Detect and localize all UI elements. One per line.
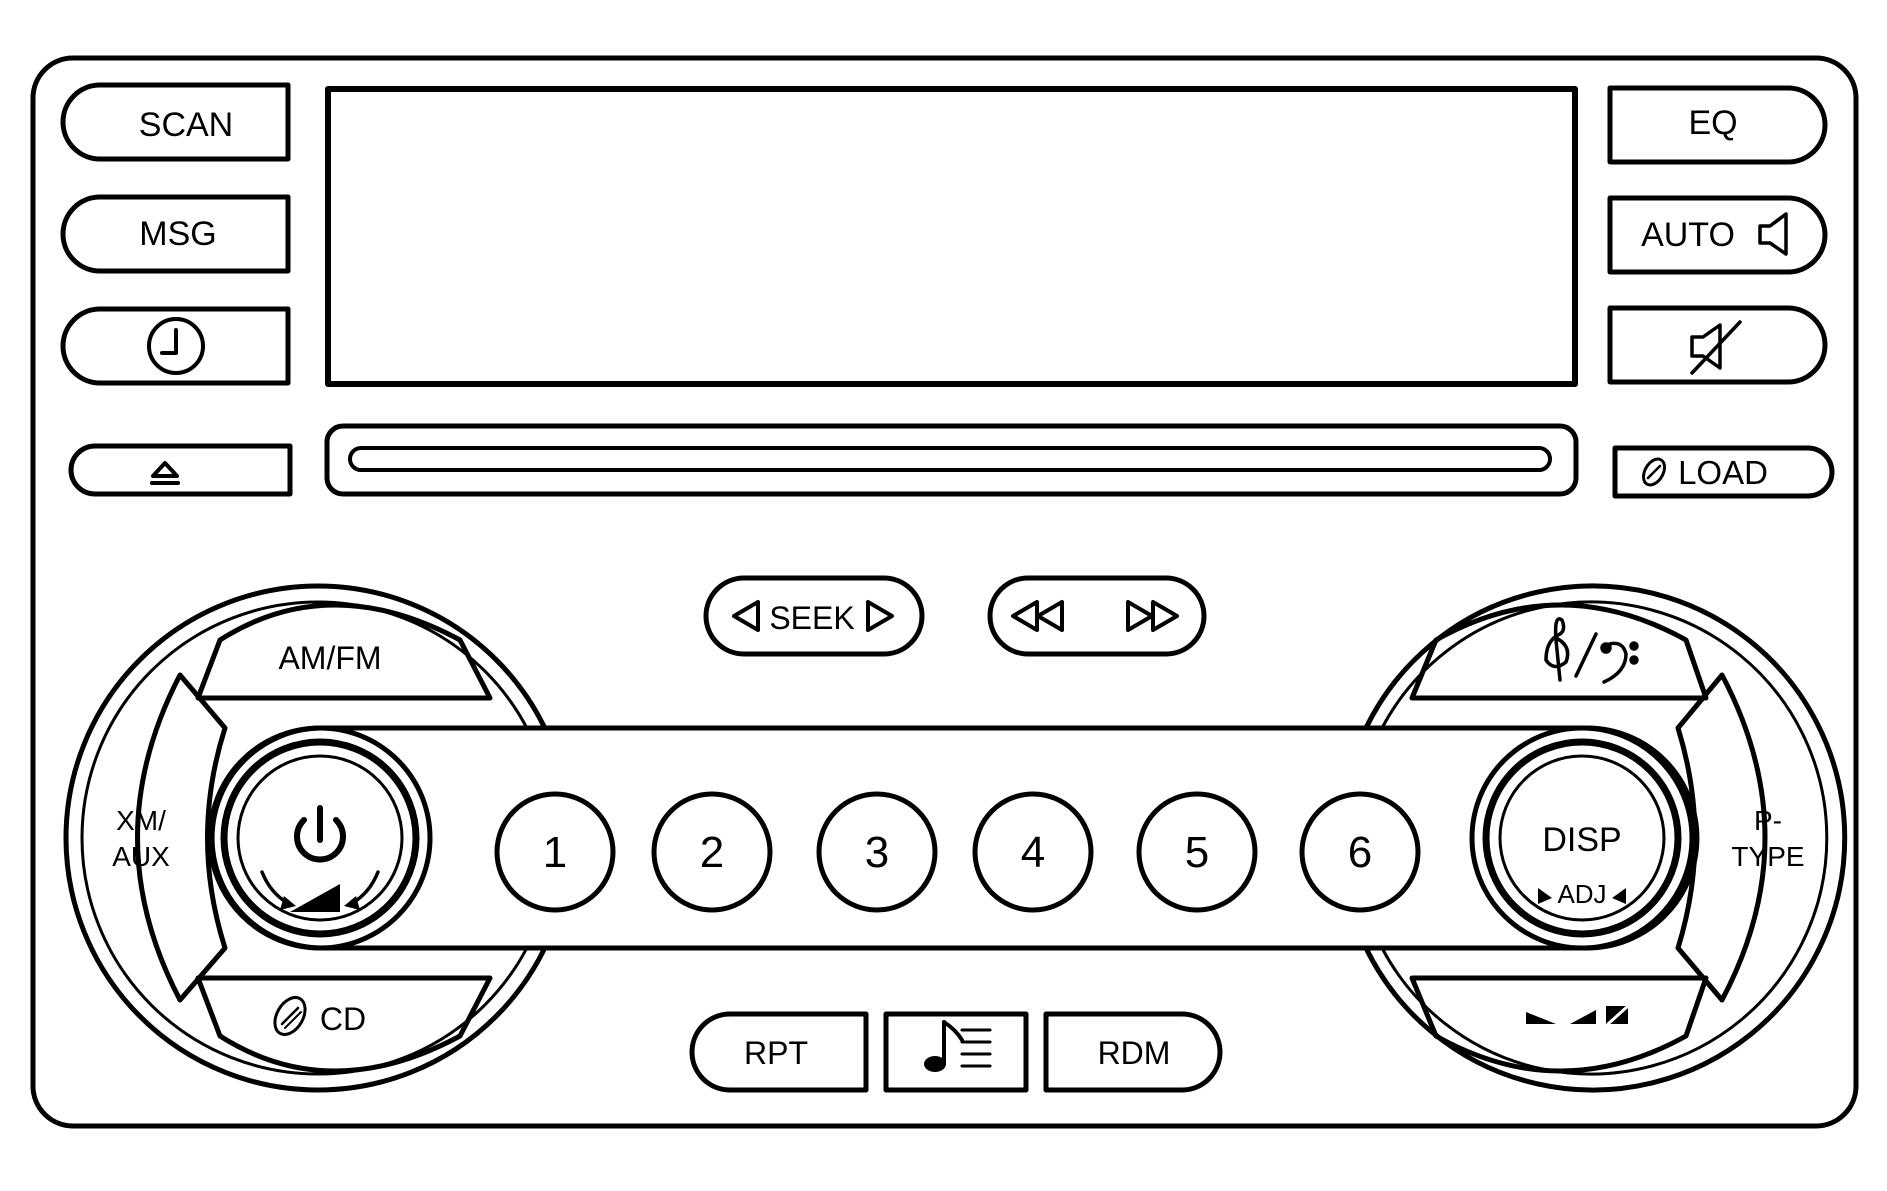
load-label: LOAD xyxy=(1678,454,1768,491)
mute-speaker-icon xyxy=(1690,320,1742,375)
type-label: TYPE xyxy=(1731,841,1804,872)
preset-label: 2 xyxy=(700,828,724,877)
adj-label: ADJ xyxy=(1557,879,1606,909)
preset-label: 5 xyxy=(1185,828,1209,877)
am-fm-button[interactable]: AM/FM xyxy=(195,602,493,701)
eq-button[interactable]: EQ xyxy=(1607,85,1828,165)
cd-slot xyxy=(348,446,1552,472)
preset-button-3[interactable]: 3 xyxy=(816,791,938,913)
am-fm-label: AM/FM xyxy=(278,640,381,676)
clock-icon xyxy=(147,317,205,375)
volume-down-arrowhead xyxy=(280,896,296,910)
eq-label: EQ xyxy=(1688,104,1737,142)
rewind-fast-forward-button[interactable] xyxy=(987,575,1207,657)
preset-button-1[interactable]: 1 xyxy=(494,791,616,913)
rewind-icon xyxy=(1011,600,1064,632)
triangle-right-icon xyxy=(866,600,894,632)
disc-icon xyxy=(1642,457,1666,487)
display-screen xyxy=(325,86,1578,387)
power-icon xyxy=(294,805,346,863)
cd-button[interactable]: CD xyxy=(195,975,493,1074)
cd-slot-bezel xyxy=(324,423,1579,497)
preset-label: 1 xyxy=(543,828,567,877)
disp-adjust-knob[interactable]: DISP ADJ xyxy=(1469,725,1695,951)
auto-volume-button[interactable]: AUTO xyxy=(1607,195,1828,275)
volume-wedge-icon xyxy=(290,884,340,912)
msg-label: MSG xyxy=(139,215,216,253)
rdm-button[interactable]: RDM xyxy=(1043,1011,1223,1093)
load-button[interactable]: LOAD xyxy=(1612,445,1835,499)
preset-button-5[interactable]: 5 xyxy=(1136,791,1258,913)
mute-button[interactable] xyxy=(1607,305,1828,385)
power-volume-knob[interactable] xyxy=(207,725,433,951)
preset-label: 6 xyxy=(1348,828,1372,877)
preset-button-6[interactable]: 6 xyxy=(1299,791,1421,913)
scan-label: SCAN xyxy=(139,106,233,144)
preset-label: 4 xyxy=(1021,828,1045,877)
treble-bass-button[interactable] xyxy=(1409,602,1709,701)
eject-button[interactable] xyxy=(68,443,293,497)
rpt-label: RPT xyxy=(744,1035,808,1071)
disc-icon xyxy=(273,996,307,1036)
adjust-left-arrowhead xyxy=(1538,888,1552,904)
fast-forward-icon xyxy=(1126,600,1179,632)
cd-label: CD xyxy=(320,1001,366,1037)
fade-balance-icon-divider xyxy=(1606,1004,1630,1026)
disp-label: DISP xyxy=(1542,821,1621,859)
faceplate-outline xyxy=(30,55,1859,1129)
eject-icon xyxy=(150,461,180,485)
preset-button-2[interactable]: 2 xyxy=(651,791,773,913)
preset-label: 3 xyxy=(865,828,889,877)
clock-button[interactable] xyxy=(60,306,291,386)
fade-balance-button[interactable] xyxy=(1409,975,1709,1074)
p-label: P- xyxy=(1754,805,1782,836)
rdm-label: RDM xyxy=(1098,1035,1171,1071)
adjust-right-arrowhead xyxy=(1612,888,1626,904)
msg-button[interactable]: MSG xyxy=(60,194,291,274)
right-knob-outer-ring xyxy=(1363,583,1848,1093)
music-list-button[interactable] xyxy=(883,1011,1029,1093)
aux-label: AUX xyxy=(112,841,170,872)
auto-label: AUTO xyxy=(1641,216,1735,254)
triangle-left-icon xyxy=(732,600,760,632)
speaker-icon-shape xyxy=(1758,212,1788,256)
treble-bass-icon xyxy=(1544,617,1639,684)
music-list-icon xyxy=(924,1020,992,1072)
seek-button[interactable]: SEEK xyxy=(703,575,925,657)
seek-label: SEEK xyxy=(769,600,854,636)
preset-button-4[interactable]: 4 xyxy=(972,791,1094,913)
scan-button[interactable]: SCAN xyxy=(60,82,291,162)
volume-up-arrowhead xyxy=(344,896,360,910)
xm-aux-button[interactable]: XM/ AUX xyxy=(112,672,228,1003)
p-type-button[interactable]: P- TYPE xyxy=(1675,672,1805,1003)
rpt-button[interactable]: RPT xyxy=(689,1011,869,1093)
xm-label: XM/ xyxy=(116,805,166,836)
